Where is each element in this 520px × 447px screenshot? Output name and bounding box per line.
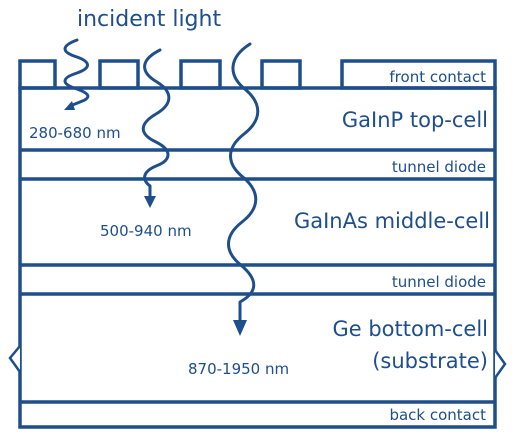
contact-finger bbox=[98, 59, 140, 90]
middle-cell-wavelength-label: 500-940 nm bbox=[100, 222, 192, 240]
light-wave-short bbox=[63, 38, 90, 110]
right-edge-break-mark bbox=[493, 349, 507, 379]
contact-finger bbox=[18, 59, 57, 90]
tunnel-diode-1-label: tunnel diode bbox=[392, 158, 486, 176]
back-contact-label: back contact bbox=[389, 406, 486, 424]
bottom-cell-label: Ge bottom-cell bbox=[332, 317, 488, 341]
contact-finger bbox=[179, 59, 222, 90]
left-edge-break-mark bbox=[8, 345, 22, 373]
diagram-title: incident light bbox=[77, 7, 221, 32]
front-contact-fingers bbox=[18, 59, 497, 90]
light-wave-long bbox=[227, 42, 260, 336]
front-contact-label: front contact bbox=[389, 68, 486, 86]
tunnel-diode-2-label: tunnel diode bbox=[392, 273, 486, 291]
light-wave-medium bbox=[141, 48, 171, 208]
top-cell-label: GaInP top-cell bbox=[342, 108, 488, 132]
cell-stack-frame bbox=[18, 86, 497, 429]
bottom-cell-wavelength-label: 870-1950 nm bbox=[188, 360, 289, 378]
middle-cell-label: GaInAs middle-cell bbox=[294, 209, 490, 233]
top-cell-wavelength-label: 280-680 nm bbox=[29, 124, 121, 142]
contact-finger bbox=[260, 59, 302, 90]
bottom-cell-substrate-label: (substrate) bbox=[372, 349, 488, 373]
